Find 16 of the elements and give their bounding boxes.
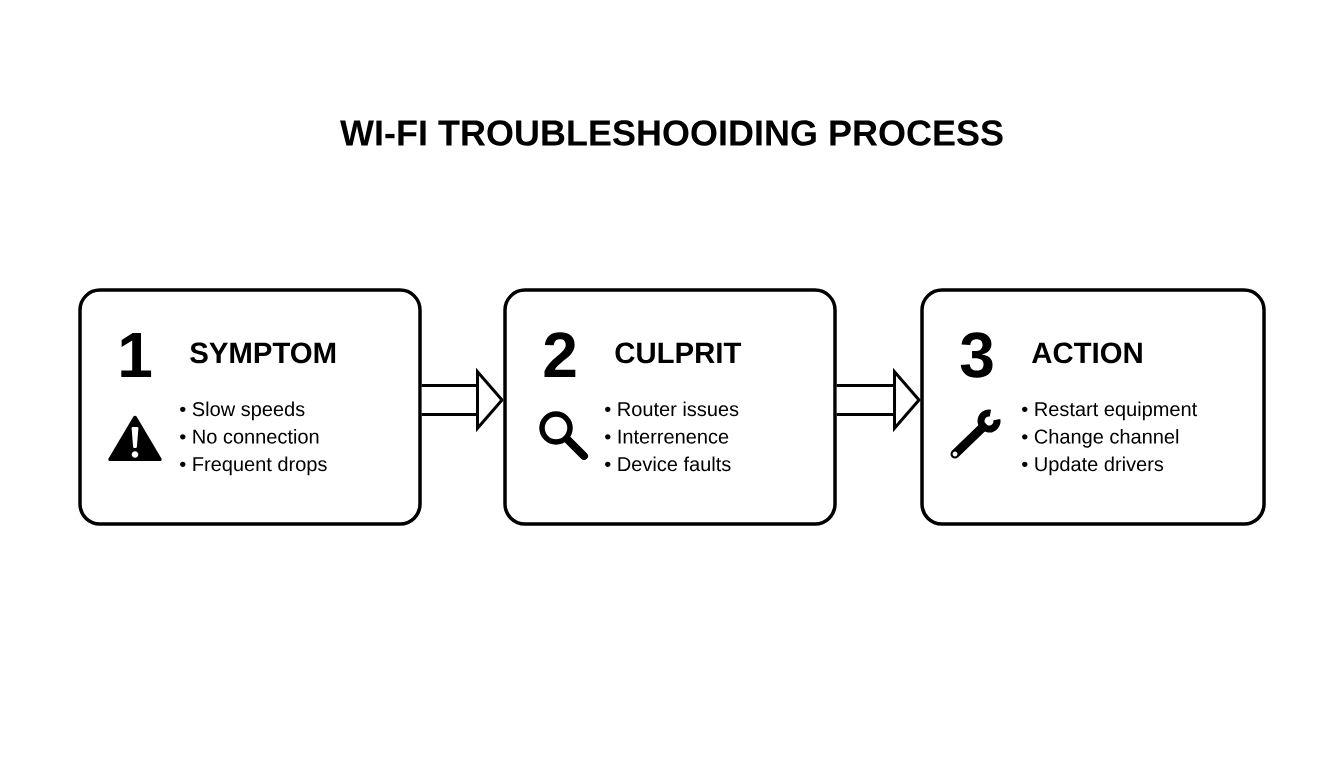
title: WI-FI TROUBLESHOOIDING PROCESS bbox=[340, 120, 1003, 146]
list-item: • Change channel bbox=[1022, 429, 1179, 448]
list-item: • Interrenence bbox=[605, 429, 729, 444]
step-heading: ACTION bbox=[1032, 342, 1142, 364]
step-heading: CULPRIT bbox=[615, 342, 742, 364]
list-item: • Device faults bbox=[605, 456, 731, 472]
step-heading: SYMPTOM bbox=[190, 342, 336, 364]
list-item: • Slow speeds bbox=[180, 401, 305, 421]
list-item: • Router issues bbox=[605, 401, 739, 417]
step-number: 3 bbox=[960, 332, 993, 378]
list-item: • Frequent drops bbox=[180, 456, 327, 476]
step-number: 2 bbox=[544, 332, 576, 377]
list-item: • Restart equipment bbox=[1022, 401, 1198, 421]
list-item: • Update drivers bbox=[1022, 456, 1164, 476]
list-item: • No connection bbox=[180, 429, 319, 444]
step-number: 1 bbox=[121, 332, 152, 377]
